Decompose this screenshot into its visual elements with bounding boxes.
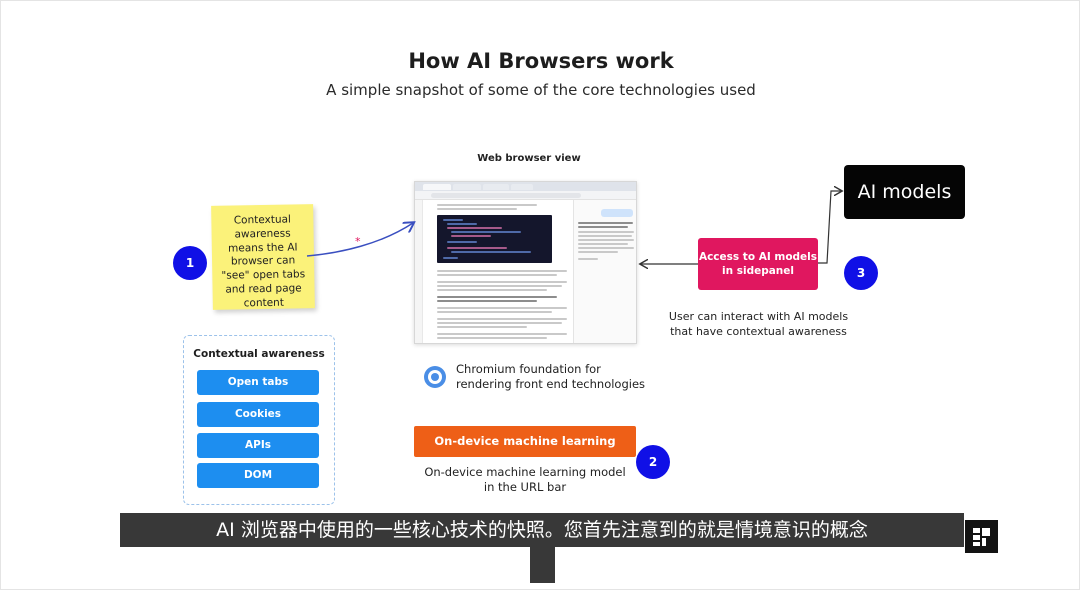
slide-title: How AI Browsers work bbox=[408, 49, 674, 73]
fullscreen-icon[interactable] bbox=[965, 520, 998, 553]
browser-sidepanel bbox=[573, 200, 636, 343]
sidepanel-access-box: Access to AI models in sidepanel bbox=[698, 238, 818, 290]
contextual-awareness-title: Contextual awareness bbox=[193, 348, 325, 360]
context-item-dom: DOM bbox=[197, 463, 319, 488]
sidepanel-description: User can interact with AI models that ha… bbox=[668, 310, 849, 338]
sticky-note: Contextual awareness means the AI browse… bbox=[211, 204, 315, 310]
code-block bbox=[437, 215, 552, 263]
arrow-sidepanel-to-ai-models bbox=[818, 191, 841, 264]
context-item-open-tabs: Open tabs bbox=[197, 370, 319, 395]
badge-2: 2 bbox=[636, 445, 670, 479]
badge-1: 1 bbox=[173, 246, 207, 280]
asterisk-mark: * bbox=[355, 235, 361, 248]
on-device-ml-description: On-device machine learning model in the … bbox=[424, 465, 626, 494]
chromium-description: Chromium foundation for rendering front … bbox=[456, 362, 646, 391]
slide-subtitle: A simple snapshot of some of the core te… bbox=[326, 81, 756, 99]
video-caption: AI 浏览器中使用的一些核心技术的快照。您首先注意到的就是情境意识的概念 bbox=[216, 519, 868, 541]
on-device-ml-box: On-device machine learning bbox=[414, 426, 636, 457]
badge-3: 3 bbox=[844, 256, 878, 290]
ai-models-box: AI models bbox=[844, 165, 965, 219]
browser-view-label: Web browser view bbox=[477, 153, 581, 164]
caption-bar bbox=[120, 513, 964, 547]
context-item-cookies: Cookies bbox=[197, 402, 319, 427]
contextual-awareness-panel: Contextual awareness Open tabs Cookies A… bbox=[183, 335, 335, 505]
arrow-sticky-to-browser bbox=[306, 223, 413, 257]
context-item-apis: APIs bbox=[197, 433, 319, 458]
caption-stub bbox=[530, 547, 555, 583]
chromium-icon bbox=[424, 366, 446, 388]
browser-left-rail bbox=[415, 200, 423, 343]
browser-tab-strip bbox=[415, 182, 636, 191]
browser-screenshot bbox=[414, 181, 637, 344]
